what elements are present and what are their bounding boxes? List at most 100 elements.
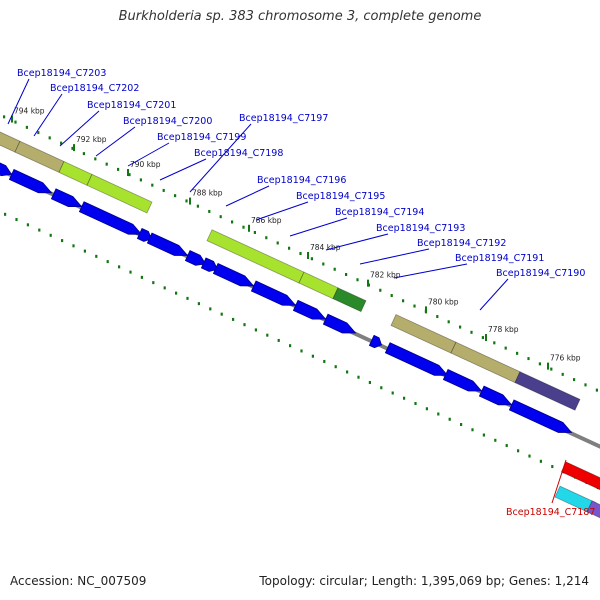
gene-label: Bcep18194_C7195 <box>296 191 385 202</box>
tick-label: 792 kbp <box>76 135 107 144</box>
tick-mark <box>516 351 519 355</box>
tick-mark <box>139 178 142 182</box>
map-title: Burkholderia sp. 383 chromosome 3, compl… <box>118 9 482 24</box>
tick-mark <box>196 204 199 208</box>
tick-mark <box>128 173 131 177</box>
feature-bar <box>206 229 305 284</box>
gene-label: Bcep18194_C7196 <box>257 175 346 186</box>
tick-mark <box>232 317 235 321</box>
feature-bar <box>514 371 581 411</box>
tick-mark <box>517 449 520 453</box>
tick-mark <box>105 162 108 166</box>
tick-mark <box>595 388 598 392</box>
tick-label: 786 kbp <box>251 216 282 225</box>
feature-bar <box>450 341 521 384</box>
leader-line <box>189 123 252 193</box>
tick-mark <box>242 225 245 229</box>
feature-bar <box>298 271 339 300</box>
leader-line <box>7 78 30 125</box>
leader-line <box>225 185 270 207</box>
accession-label: Accession: NC_007509 <box>10 574 147 588</box>
tick-mark <box>4 212 7 216</box>
tick-mark <box>538 362 541 366</box>
tick-mark <box>402 299 405 303</box>
tick-mark <box>60 141 63 145</box>
cds-arrow <box>292 299 327 320</box>
tick-mark <box>186 296 189 300</box>
feature-bar <box>14 140 65 173</box>
tick-mark <box>561 372 564 376</box>
tick-mark <box>448 417 451 421</box>
tick-mark <box>459 325 462 329</box>
feature-bar <box>58 160 93 186</box>
tick-mark <box>390 294 393 298</box>
tick-mark <box>471 428 474 432</box>
feature-bar <box>332 287 367 313</box>
leader-line <box>33 93 63 137</box>
tick-mark <box>494 438 497 442</box>
tick-label: 778 kbp <box>488 325 519 334</box>
tick-mark <box>437 412 440 416</box>
tick-mark <box>379 288 382 292</box>
tick-mark <box>197 302 200 306</box>
tick-mark <box>346 370 349 374</box>
feature-bar <box>554 485 597 515</box>
leader-line <box>393 263 468 279</box>
leader-line <box>127 142 170 167</box>
leader-line <box>59 110 100 147</box>
tick-mark <box>163 286 166 290</box>
gene-label: Bcep18194_C7194 <box>335 207 424 218</box>
tick-mark <box>323 359 326 363</box>
tick-mark <box>219 215 222 219</box>
tick-mark <box>493 341 496 345</box>
gene-label: Bcep18194_C7187 <box>506 507 595 518</box>
tick-mark <box>71 146 74 150</box>
cds-arrow <box>136 227 153 242</box>
tick-mark <box>528 454 531 458</box>
gene-label: Bcep18194_C7203 <box>17 68 106 79</box>
gene-label: Bcep18194_C7201 <box>87 100 176 111</box>
tick-mark <box>333 267 336 271</box>
tick-mark <box>220 312 223 316</box>
tick-mark <box>94 157 97 161</box>
feature-bar <box>560 461 600 491</box>
tick-mark <box>345 273 348 277</box>
leader-line <box>159 158 207 181</box>
tick-mark <box>289 344 292 348</box>
tick-mark <box>403 396 406 400</box>
tick-mark <box>505 444 508 448</box>
cds-arrow <box>0 162 13 177</box>
genome-summary: Topology: circular; Length: 1,395,069 bp… <box>259 574 589 588</box>
cds-arrow <box>78 201 143 235</box>
tick-mark <box>152 281 155 285</box>
tick-mark <box>357 375 360 379</box>
tick-label: 790 kbp <box>130 160 161 169</box>
leader-line <box>479 278 509 311</box>
tick-mark <box>550 367 553 371</box>
tick-label: 784 kbp <box>310 243 341 252</box>
tick-mark <box>414 401 417 405</box>
tick-mark <box>334 365 337 369</box>
cds-arrow <box>322 313 357 334</box>
tick-mark <box>470 330 473 334</box>
tick-mark <box>311 354 314 358</box>
gene-label: Bcep18194_C7191 <box>455 253 544 264</box>
tick-mark <box>208 209 211 213</box>
tick-mark <box>436 315 439 319</box>
tick-label: 776 kbp <box>550 354 581 363</box>
cds-arrow <box>384 342 449 376</box>
tick-mark <box>380 386 383 390</box>
cds-arrow <box>212 262 255 287</box>
gene-label: Bcep18194_C7198 <box>194 148 283 159</box>
tick-mark <box>140 275 143 279</box>
tick-mark <box>72 244 75 248</box>
tick-label: 782 kbp <box>370 271 401 280</box>
cds-arrow <box>200 257 219 272</box>
tick-mark <box>95 254 98 258</box>
tick-mark <box>299 251 302 255</box>
tick-mark <box>504 346 507 350</box>
cds-arrow <box>8 168 53 194</box>
tick-mark <box>48 136 51 140</box>
tick-mark <box>584 383 587 387</box>
tick-mark <box>253 230 256 234</box>
